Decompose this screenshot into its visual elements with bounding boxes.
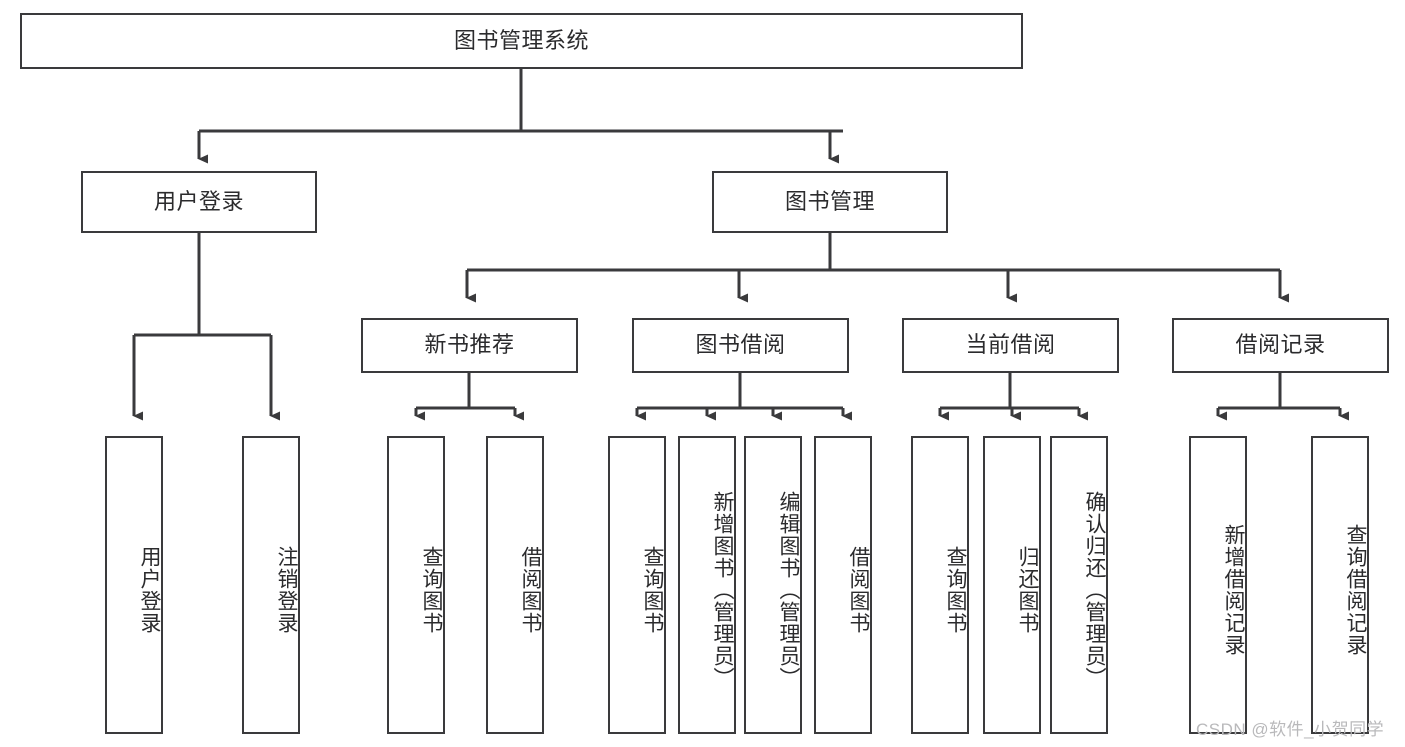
leaf-current-query-book-label: 查询图书 <box>944 546 967 634</box>
leaf-new-borrow-book[interactable]: 借阅图书 <box>486 436 544 734</box>
leaf-borrow-lend-book[interactable]: 借阅图书 <box>814 436 872 734</box>
leaf-borrow-add-book[interactable]: 新增图书（管理员） <box>678 436 736 734</box>
node-book-borrow-label: 图书借阅 <box>695 332 786 358</box>
node-user-login-label: 用户登录 <box>153 188 244 214</box>
leaf-borrow-lend-book-label: 借阅图书 <box>847 546 870 634</box>
leaf-user-logout-label: 注销登录 <box>275 546 298 634</box>
leaf-current-query-book[interactable]: 查询图书 <box>911 436 969 734</box>
node-book-borrow[interactable]: 图书借阅 <box>632 318 849 373</box>
leaf-new-borrow-book-label: 借阅图书 <box>519 546 542 634</box>
leaf-current-confirm-return-label: 确认归还（管理员） <box>1083 491 1106 689</box>
leaf-new-query-book-label: 查询图书 <box>420 546 443 634</box>
leaf-borrow-edit-book[interactable]: 编辑图书（管理员） <box>744 436 802 734</box>
node-current-borrow-label: 当前借阅 <box>965 332 1056 358</box>
node-user-login[interactable]: 用户登录 <box>81 171 317 233</box>
leaf-borrow-edit-book-label: 编辑图书（管理员） <box>777 491 800 689</box>
leaf-user-logout[interactable]: 注销登录 <box>242 436 300 734</box>
leaf-current-return-book[interactable]: 归还图书 <box>983 436 1041 734</box>
leaf-record-add[interactable]: 新增借阅记录 <box>1189 436 1247 734</box>
node-current-borrow[interactable]: 当前借阅 <box>902 318 1119 373</box>
node-borrow-record[interactable]: 借阅记录 <box>1172 318 1389 373</box>
leaf-current-return-book-label: 归还图书 <box>1016 546 1039 634</box>
leaf-record-add-label: 新增借阅记录 <box>1222 524 1245 656</box>
leaf-new-query-book[interactable]: 查询图书 <box>387 436 445 734</box>
leaf-borrow-query-book[interactable]: 查询图书 <box>608 436 666 734</box>
node-book-management-label: 图书管理 <box>784 188 875 214</box>
node-book-management[interactable]: 图书管理 <box>712 171 948 233</box>
leaf-user-login[interactable]: 用户登录 <box>105 436 163 734</box>
node-root[interactable]: 图书管理系统 <box>20 13 1023 69</box>
leaf-user-login-label: 用户登录 <box>138 546 161 634</box>
node-borrow-record-label: 借阅记录 <box>1235 332 1326 358</box>
leaf-record-query[interactable]: 查询借阅记录 <box>1311 436 1369 734</box>
leaf-borrow-add-book-label: 新增图书（管理员） <box>711 491 734 689</box>
node-new-book-recommend[interactable]: 新书推荐 <box>361 318 578 373</box>
leaf-record-query-label: 查询借阅记录 <box>1344 524 1367 656</box>
leaf-borrow-query-book-label: 查询图书 <box>641 546 664 634</box>
leaf-current-confirm-return[interactable]: 确认归还（管理员） <box>1050 436 1108 734</box>
node-root-label: 图书管理系统 <box>453 27 589 53</box>
node-new-book-recommend-label: 新书推荐 <box>424 332 515 358</box>
